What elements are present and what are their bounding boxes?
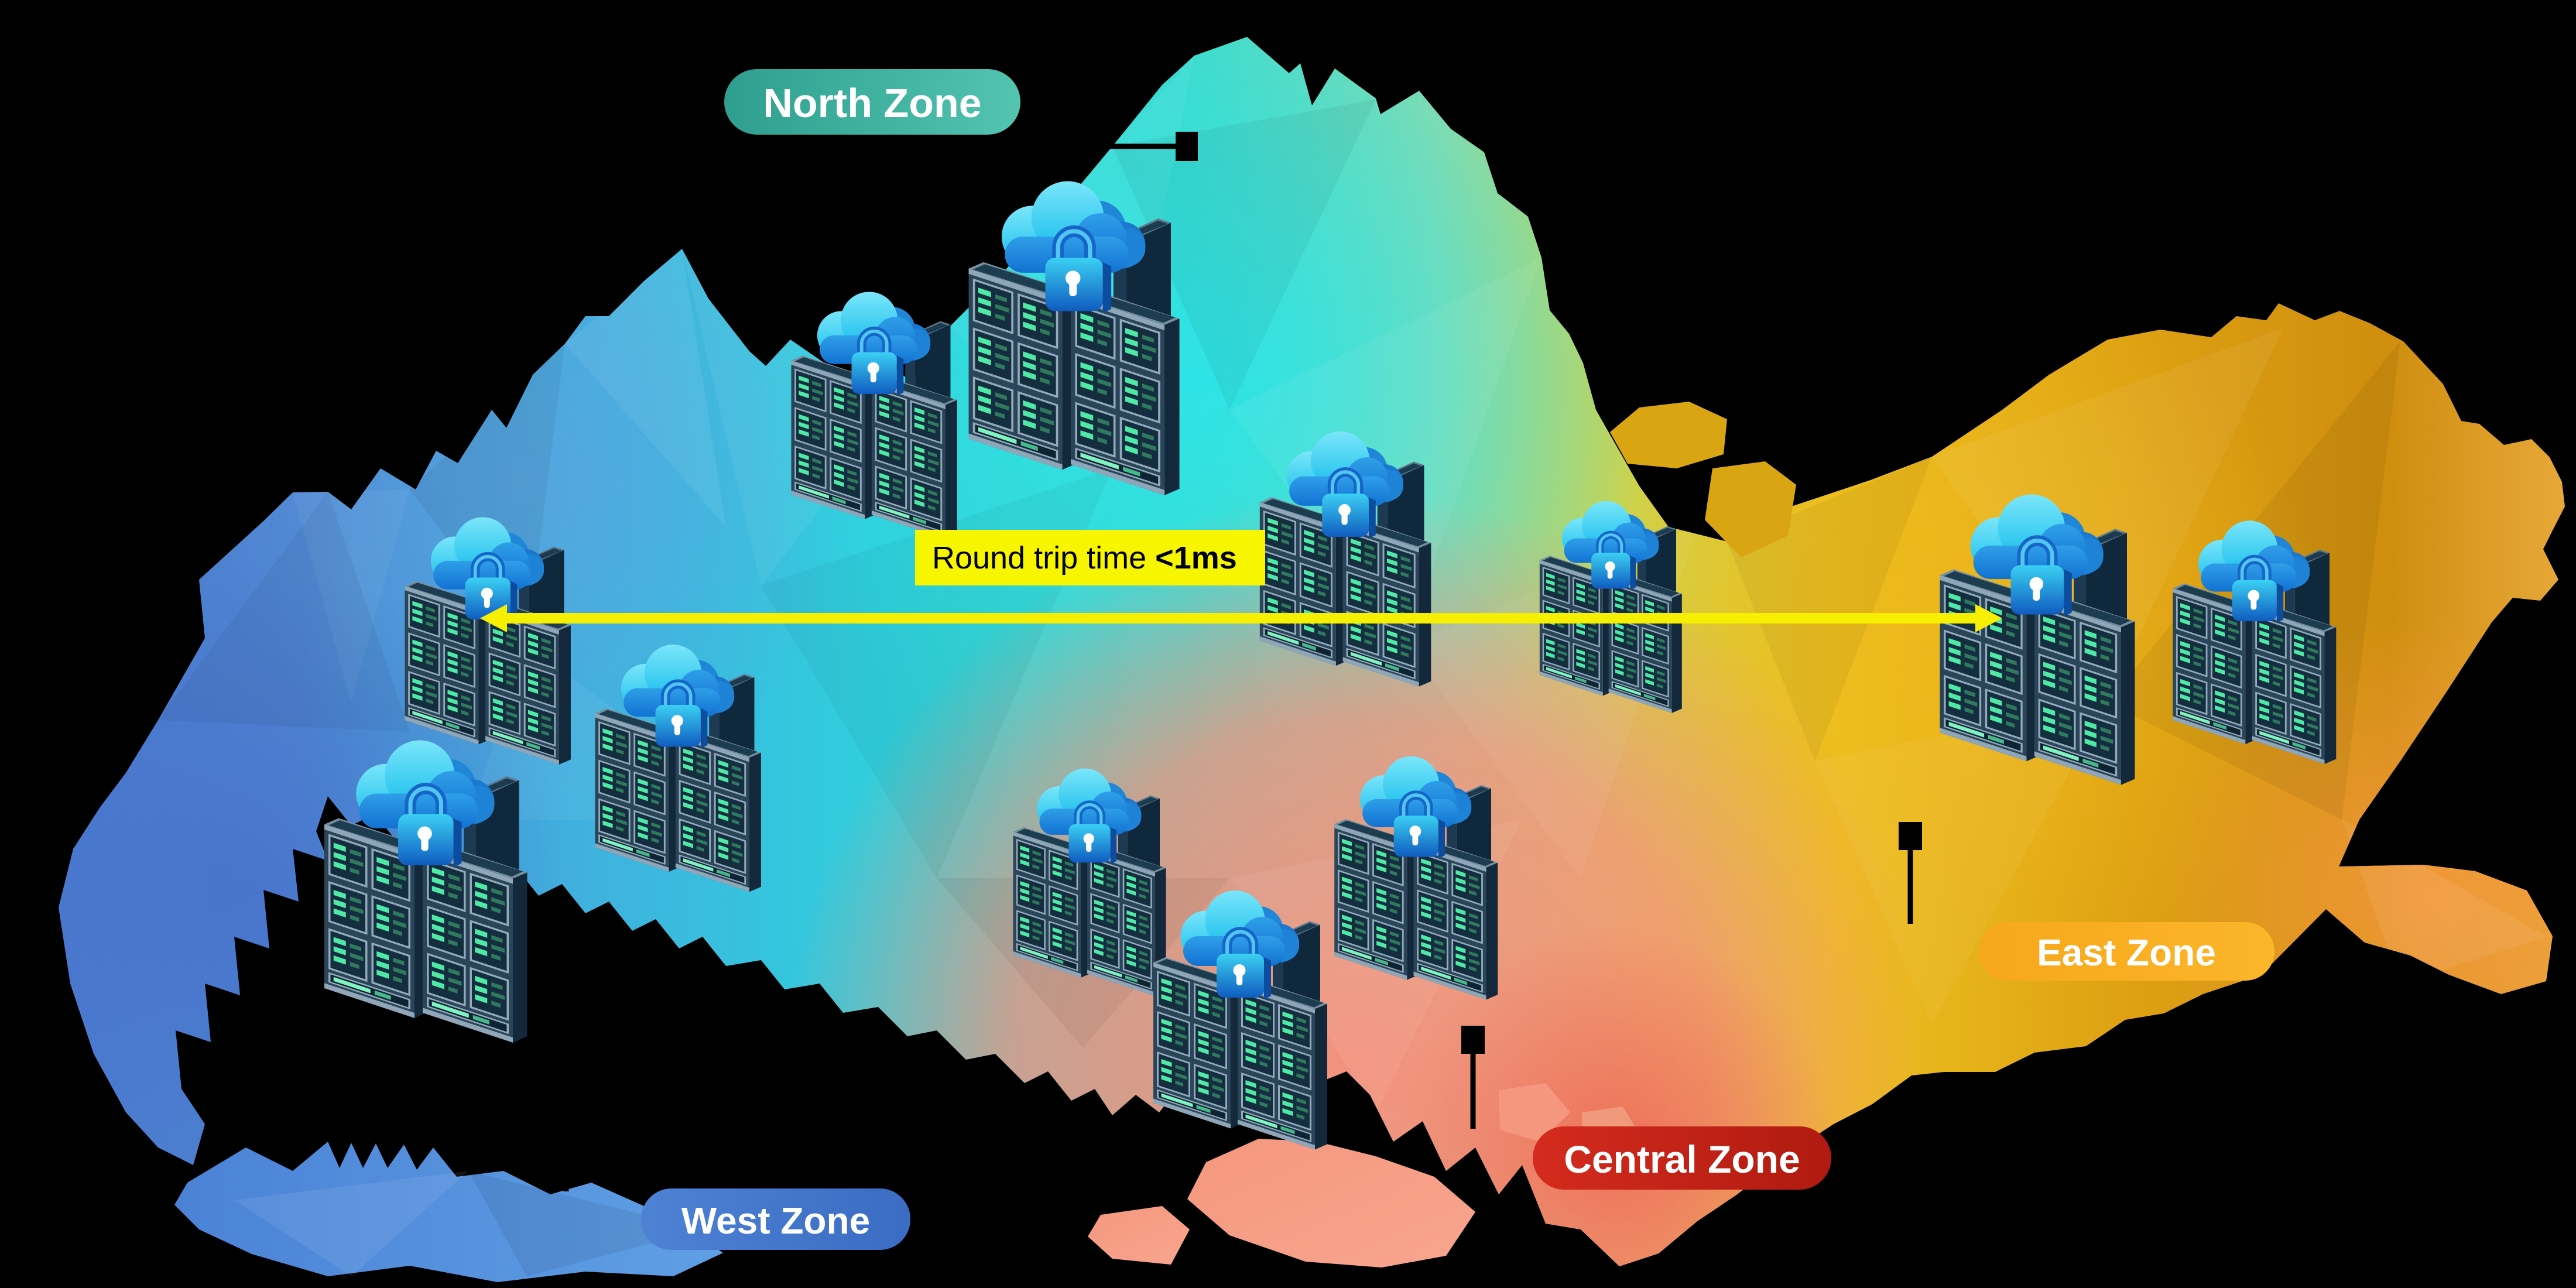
island-pulau-ubin xyxy=(1610,402,1727,468)
zone-pill-central-label: Central Zone xyxy=(1564,1138,1800,1181)
pointer-east xyxy=(1899,822,1922,924)
zone-pill-east: East Zone xyxy=(1979,922,2274,981)
island-west-islet xyxy=(1088,1206,1190,1265)
zone-pill-central-bg xyxy=(1533,1126,1831,1190)
island-pulau-tekong xyxy=(1705,461,1796,557)
zone-pill-east-bg xyxy=(1979,922,2274,981)
pointer-central-marker xyxy=(1461,1026,1485,1054)
zone-pill-north-bg xyxy=(724,69,1020,135)
zone-pill-north-label: North Zone xyxy=(763,80,981,126)
rtt-label-text: Round trip time <1ms xyxy=(932,540,1237,576)
rtt-value: <1ms xyxy=(1155,540,1237,576)
island-jurong-tuas xyxy=(174,1142,723,1282)
rtt-prefix: Round trip time xyxy=(932,540,1155,576)
zone-pill-west: West Zone xyxy=(641,1188,910,1250)
rtt-arrow xyxy=(480,604,2002,632)
rtt-label: Round trip time <1ms xyxy=(915,530,1265,585)
zone-pointers xyxy=(554,132,1922,1191)
island-marina-islet-1 xyxy=(1499,1083,1570,1142)
rtt-label-bg xyxy=(915,530,1265,585)
datacenter-cluster-north-1 xyxy=(791,292,957,539)
zone-pill-west-bg xyxy=(641,1188,910,1250)
zone-pill-central: Central Zone xyxy=(1533,1126,1831,1190)
island-jurong-facet-1 xyxy=(234,1171,468,1276)
zone-pill-west-label: West Zone xyxy=(681,1200,870,1242)
island-jurong-facet-2 xyxy=(468,1171,703,1276)
pointer-west xyxy=(554,1073,578,1191)
zone-pill-north: North Zone xyxy=(724,69,1020,135)
datacenter-cluster-north-2 xyxy=(969,181,1180,495)
pointer-west-marker xyxy=(554,1073,578,1101)
pointer-north xyxy=(1020,132,1198,161)
island-sentosa xyxy=(1187,1139,1475,1268)
pointer-north-marker xyxy=(1176,132,1198,161)
zone-pill-east-label: East Zone xyxy=(2037,931,2216,974)
pointer-east-marker xyxy=(1899,822,1922,850)
pointer-central xyxy=(1461,1026,1485,1129)
